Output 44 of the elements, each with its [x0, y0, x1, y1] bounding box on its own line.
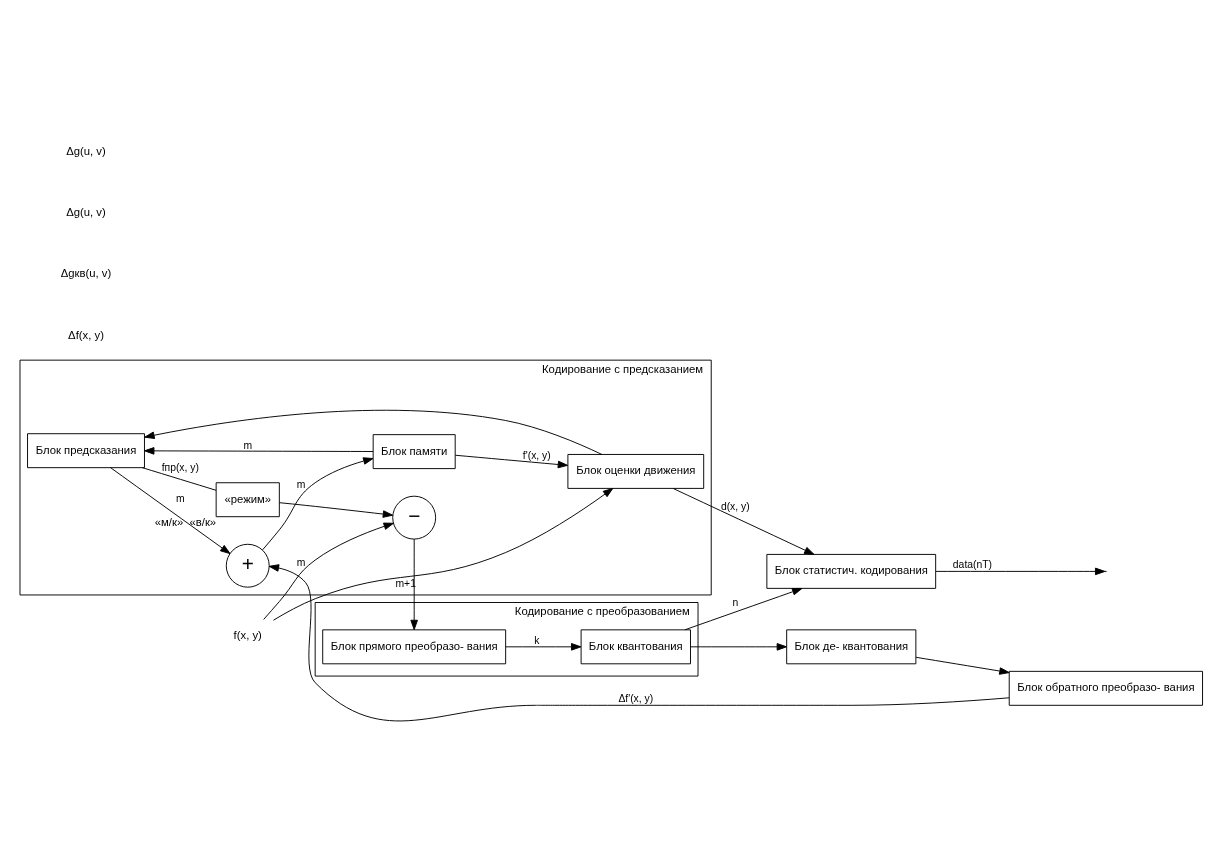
arrow [262, 456, 374, 550]
edge-label: m [175, 492, 185, 504]
arrow [263, 522, 394, 620]
edge-label: d(x, y) [720, 500, 750, 512]
label: Δg(u, v) [66, 144, 106, 157]
node-circle: + [225, 543, 270, 588]
arrow [110, 466, 231, 554]
edge-label: data(nT) [952, 558, 993, 570]
edge-label: m [243, 439, 253, 451]
arrow [268, 563, 1010, 721]
arrow [505, 642, 582, 651]
connector [141, 466, 217, 491]
node-label: «м/к» «в/к» [154, 515, 217, 528]
edge-label: Δf'(x, y) [618, 692, 654, 704]
edge-label: f'(x, y) [522, 449, 551, 461]
node-box: Блок предсказания [27, 432, 145, 468]
arrow [690, 642, 788, 651]
node-text: f(x, y) [233, 628, 262, 641]
edge-label: m [296, 556, 306, 568]
node-box: Блок оценки движения [567, 453, 705, 489]
node-circle: − [392, 495, 437, 540]
arrow [672, 487, 815, 555]
node-box: Блок обратного преобразо- вания [1008, 670, 1203, 706]
label: Δg(u, v) [66, 205, 106, 218]
node-box: Блок статистич. кодирования [766, 553, 937, 589]
arrow [410, 538, 418, 630]
node-box: Блок прямого преобразо- вания [322, 628, 507, 664]
node-box: «режим» [215, 481, 280, 517]
arrow [144, 409, 603, 455]
label: Δf(x, y) [68, 328, 104, 341]
label: Δgкв(u, v) [60, 266, 112, 279]
arrow [915, 656, 1010, 675]
arrow [684, 587, 803, 630]
arrow [454, 454, 569, 468]
arrow [279, 501, 394, 518]
arrow [272, 487, 614, 621]
edge-label: k [534, 634, 540, 646]
edge-label: fпр(x, y) [161, 461, 199, 473]
node-box: Блок памяти [372, 433, 456, 469]
node-box: Блок квантования [580, 628, 691, 664]
edge-label: m [296, 478, 306, 490]
node-box: Блок де- квантования [786, 628, 917, 664]
arrow [144, 446, 374, 455]
edge-label: n [732, 596, 739, 608]
